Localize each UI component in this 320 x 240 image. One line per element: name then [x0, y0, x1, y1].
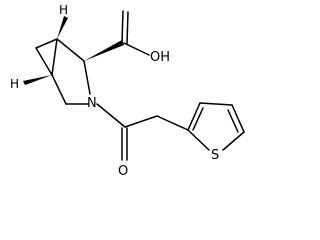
bond-fusion — [51, 38, 58, 76]
bond-bottom-to-ch2 — [51, 74, 67, 105]
bond-top-to-alpha — [56, 38, 85, 62]
carbonyl-oxygen-label: O — [118, 164, 128, 179]
bond-cyclopropane-left-bottom — [35, 47, 53, 76]
carboxylic-acid-group: OH — [84, 10, 170, 65]
nitrogen-label: N — [87, 96, 97, 111]
thiophene-bond-c3-c4 — [199, 102, 233, 106]
hydroxyl-label: OH — [150, 50, 170, 65]
amide-side-chain: O — [96, 103, 189, 179]
bond-carbonyl-to-ch2 — [124, 115, 158, 128]
stereo-h-top: H — [59, 3, 68, 17]
thiophene-bond-c4-c5 — [231, 104, 245, 133]
bond-acid-c-o-double-a — [121, 10, 124, 44]
stereo-h-bottom: H — [10, 77, 19, 91]
bond-acid-c-o-double-b — [126, 11, 129, 45]
thiophene-ring: S — [187, 102, 245, 163]
bicyclic-core — [35, 38, 91, 105]
bond-cyclopropane-left-top — [35, 38, 58, 49]
bond-ch2-to-thiophene — [156, 115, 189, 131]
stereo-hydrogens: H H — [10, 3, 68, 91]
bond-n-to-carbonyl — [96, 103, 126, 128]
thiophene-bond-s-c2 — [187, 129, 210, 151]
chemical-structure: H H OH N O S — [10, 3, 245, 179]
bond-acid-c-oh — [123, 42, 150, 56]
thiophene-bond-c2-c3 — [187, 102, 201, 131]
thiophene-bond-c5-s — [222, 131, 245, 151]
thiophene-bond-c4-c5-inner — [227, 109, 239, 133]
thiophene-bond-c2-c3-inner — [192, 107, 204, 131]
wedge-bond-top-h — [57, 16, 68, 39]
wedge-bond-bottom-h — [23, 75, 52, 85]
wedge-bond-acid — [84, 40, 124, 61]
bond-alpha-to-n — [83, 60, 91, 95]
sulfur-label: S — [211, 148, 219, 163]
